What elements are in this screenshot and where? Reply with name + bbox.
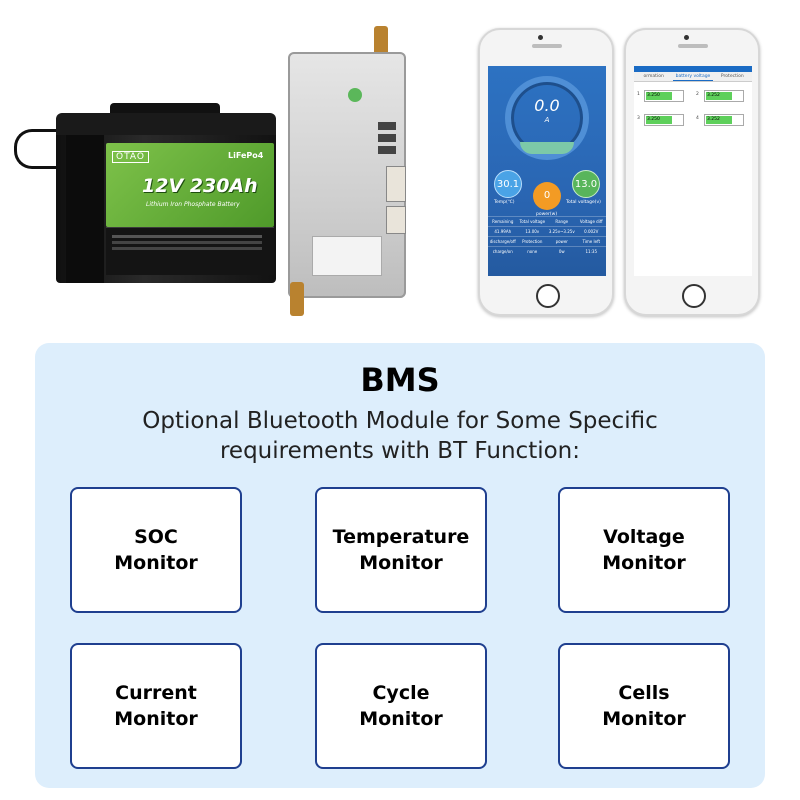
stat-cell: 0w <box>547 246 577 256</box>
phone-speaker <box>678 44 708 48</box>
bms-sticker <box>312 236 382 276</box>
stat-cell: 11:35 <box>576 246 606 256</box>
battery-lid <box>56 113 276 139</box>
feature-card-cycle: Cycle Monitor <box>315 643 487 769</box>
panel-subtitle: Optional Bluetooth Module for Some Speci… <box>142 408 658 464</box>
temp-badge: 30.1 <box>494 170 522 198</box>
bms-indicator <box>348 88 362 102</box>
stat-cell: 0.002V <box>576 226 606 236</box>
temp-label: Temp(℃) <box>494 200 515 205</box>
cell-voltage-box: 3.252 <box>704 114 744 126</box>
feature-label: Voltage Monitor <box>602 526 686 574</box>
cell-voltage: 3.250 <box>647 117 660 122</box>
stat-cell: power <box>547 236 577 246</box>
stat-cell: Remaining <box>488 216 518 226</box>
battery-cable-left <box>14 129 74 169</box>
stat-cell: Protection <box>517 236 547 246</box>
stat-cell: discharge/off <box>488 236 518 246</box>
phone-app-cells: ormation battery voltage Protection 1 3.… <box>624 28 760 316</box>
battery-label <box>106 143 274 227</box>
stats-grid: Remaining Total voltage Range Voltage di… <box>488 216 606 256</box>
current-gauge <box>505 76 589 160</box>
cell-voltage-box: 3.250 <box>644 114 684 126</box>
stat-cell: none <box>517 246 547 256</box>
bms-board-image <box>278 26 412 316</box>
voltage-label: Total voltage(v) <box>566 200 601 205</box>
tab-battery-voltage: battery voltage <box>673 72 713 81</box>
feature-card-current: Current Monitor <box>70 643 242 769</box>
tab-information: ormation <box>643 74 664 79</box>
stat-cell: Time left <box>576 236 606 246</box>
cell-voltage-box: 3.250 <box>644 90 684 102</box>
tab-protection: Protection <box>720 74 744 79</box>
cell-number: 1 <box>637 92 640 97</box>
feature-label: Cycle Monitor <box>359 682 443 730</box>
bms-terminal-bottom <box>290 282 304 316</box>
phone-home-button <box>536 284 560 308</box>
voltage-badge: 13.0 <box>572 170 600 198</box>
phone-speaker <box>532 44 562 48</box>
bms-connector-secondary <box>386 206 406 234</box>
stat-cell: charge/on <box>488 246 518 256</box>
phone-camera <box>684 35 689 40</box>
battery-rating: 12V 230Ah <box>142 175 258 197</box>
cell-voltage: 3.252 <box>707 93 720 98</box>
cell-fill <box>706 116 732 124</box>
app-header-bar <box>634 66 752 72</box>
phone-screen: ormation battery voltage Protection 1 3.… <box>634 66 752 276</box>
stat-cell: Total voltage <box>517 216 547 226</box>
cell-voltage: 3.252 <box>707 117 720 122</box>
battery-chemistry: LiFePo4 <box>228 151 264 160</box>
app-tab-bar: ormation battery voltage Protection <box>634 72 752 82</box>
stat-cell: 13.00v <box>517 226 547 236</box>
cell-voltage: 3.250 <box>647 93 660 98</box>
battery-subtitle: Lithium Iron Phosphate Battery <box>146 201 240 208</box>
battery-side <box>66 135 104 283</box>
panel-title: BMS <box>360 361 440 399</box>
gauge-unit: A <box>544 116 550 124</box>
stat-cell: Range <box>547 216 577 226</box>
battery-image: OTAO LiFePo4 12V 230Ah Lithium Iron Phos… <box>14 95 276 285</box>
feature-label: Current Monitor <box>114 682 198 730</box>
feature-card-soc: SOC Monitor <box>70 487 242 613</box>
phone-screen: 0.0 A 30.1 Temp(℃) 0 power(w) 13.0 Total… <box>488 66 606 276</box>
cell-number: 2 <box>696 92 699 97</box>
bms-components <box>378 122 396 130</box>
product-images: OTAO LiFePo4 12V 230Ah Lithium Iron Phos… <box>0 0 800 335</box>
feature-card-temperature: Temperature Monitor <box>315 487 487 613</box>
feature-label: Cells Monitor <box>602 682 686 730</box>
phone-app-dashboard: 0.0 A 30.1 Temp(℃) 0 power(w) 13.0 Total… <box>478 28 614 316</box>
cell-number: 3 <box>637 116 640 121</box>
feature-label: SOC Monitor <box>114 526 198 574</box>
cell-fill <box>646 92 672 100</box>
feature-label: Temperature Monitor <box>332 526 470 574</box>
cell-fill <box>646 116 672 124</box>
power-badge: 0 <box>533 182 561 210</box>
stat-cell: 3.25v~3.25v <box>547 226 577 236</box>
gauge-fill <box>520 142 574 154</box>
stat-cell: Voltage diff <box>576 216 606 226</box>
gauge-value: 0.0 <box>534 96 560 115</box>
phone-camera <box>538 35 543 40</box>
phone-home-button <box>682 284 706 308</box>
cell-fill <box>706 92 732 100</box>
feature-card-voltage: Voltage Monitor <box>558 487 730 613</box>
bms-connector <box>386 166 406 202</box>
power-label: power(w) <box>536 212 558 217</box>
battery-fine-print <box>112 235 262 238</box>
cell-voltage-box: 3.252 <box>704 90 744 102</box>
feature-card-cells: Cells Monitor <box>558 643 730 769</box>
cell-number: 4 <box>696 116 699 121</box>
battery-brand: OTAO <box>112 151 149 163</box>
stat-cell: 41.99Ah <box>488 226 518 236</box>
